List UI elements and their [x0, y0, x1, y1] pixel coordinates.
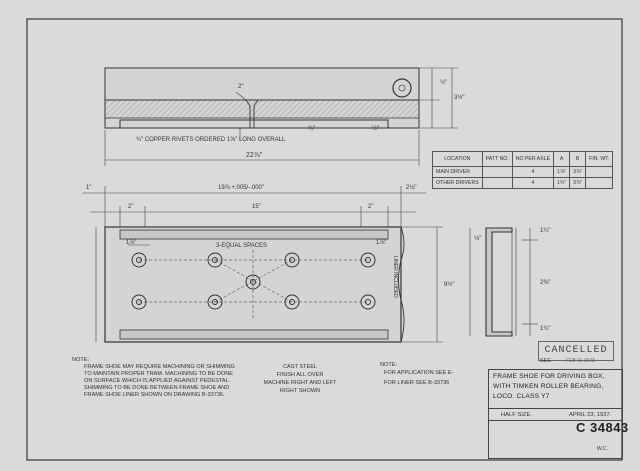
table-header: PATT NO. [481, 151, 513, 167]
title-line: WITH TIMKEN ROLLER BEARING, [493, 383, 604, 390]
small-dim-label: ½" [372, 126, 380, 132]
drawing-number: C 34843 [576, 420, 629, 435]
plan-dim-center: 19⅞ +.005/-.000" [218, 185, 264, 191]
material-line: FINISH ALL OVER [276, 372, 324, 378]
initials-label: W.C. [597, 446, 608, 452]
plan-view [104, 226, 405, 343]
plan-dim-2-left: 2" [128, 204, 134, 210]
date-label: APRIL 23, 1937. [569, 412, 612, 418]
top-dim-label: 2" [238, 84, 244, 90]
table-header: LOCATION [432, 151, 483, 167]
note-line: ON SURFACE WHICH IS APPLIED AGAINST PEDE… [84, 378, 231, 384]
side-dim-2: 1⅞" [376, 240, 387, 246]
table-cell [481, 166, 513, 178]
table-header: B [569, 151, 587, 167]
plan-dim-2-right: 2" [368, 204, 374, 210]
table-cell: 1⅞" [553, 166, 571, 178]
table-row: MAIN DRIVER 4 1⅞" 3⅞" [432, 166, 614, 178]
table-cell: 4 [511, 177, 555, 189]
table-cell [481, 177, 513, 189]
stamp-date: FEB 11 1943 [566, 358, 595, 364]
title-line: FRAME SHOE FOR DRIVING BOX, [493, 373, 605, 380]
side-dim-1: 1⅞" [126, 240, 137, 246]
top-view [104, 67, 420, 129]
table-cell: 3⅞" [569, 166, 587, 178]
table-cell: MAIN DRIVER [432, 166, 483, 178]
title-divider [489, 408, 622, 409]
table-cell: 4 [511, 166, 555, 178]
table-header: A [553, 151, 571, 167]
table-cell: 3⅞" [569, 177, 587, 189]
side-view [485, 227, 517, 337]
table-row: OTHER DRIVERS 4 1¾" 3⅞" [432, 177, 614, 189]
plan-view-dimensions [82, 186, 443, 343]
app-note-line: FOR LINER SEE B-33736 [384, 380, 450, 386]
app-note-line: FOR APPLICATION SEE E- [384, 370, 454, 376]
total-height-label: 3½" [454, 95, 465, 101]
cancelled-stamp: CANCELLED [538, 341, 614, 361]
stamp-see-label: SEE [540, 358, 552, 364]
top-view-dimensions [104, 67, 458, 166]
side-view-dimensions [469, 228, 538, 336]
side-dim-c: 1¼" [540, 326, 551, 332]
note-line: TO MAINTAIN PROPER TRAM. MACHINING TO BE… [84, 371, 233, 377]
plan-dim-left: 1" [86, 185, 92, 191]
side-dim-b: 2⅜" [540, 280, 551, 286]
bottom-dim-label: ¾" [308, 126, 316, 132]
note-line: FRAME SHOE MAY REQUIRE MACHINING OR SHIM… [84, 364, 235, 370]
app-note-heading: NOTE: [380, 362, 398, 368]
plan-height-dim: 9½" [444, 282, 455, 288]
material-line: RIGHT SHOWN [279, 388, 321, 394]
title-divider [489, 420, 622, 421]
scale-label: HALF SIZE. [501, 412, 532, 418]
table-header: NO PER AXLE [511, 151, 555, 167]
table-cell [585, 166, 614, 178]
table-header: FIN. WT. [585, 151, 614, 167]
note-line: SHIMMING TO BE DONE BETWEEN FRAME SHOE A… [84, 385, 230, 391]
application-table: LOCATION PATT NO. NO PER AXLE A B FIN. W… [432, 151, 614, 189]
overall-length-label: 22⅞" [246, 152, 263, 159]
title-line: LOCO. CLASS Y7 [493, 393, 550, 400]
table-header-row: LOCATION PATT NO. NO PER AXLE A B FIN. W… [432, 151, 614, 167]
note-heading: NOTE: [72, 357, 90, 363]
side-dim-d: ⅛" [474, 236, 482, 242]
table-cell: 1¾" [553, 177, 571, 189]
liner-label: LINER INCLUDED [392, 256, 398, 298]
table-cell: OTHER DRIVERS [432, 177, 483, 189]
plan-dim-15: 15" [252, 204, 261, 210]
sheet-border [26, 18, 623, 461]
height-dim-label: ½" [440, 80, 448, 86]
title-block: FRAME SHOE FOR DRIVING BOX, WITH TIMKEN … [488, 369, 623, 459]
plan-dim-right: 2⅛" [406, 185, 417, 191]
material-line: MACHINE RIGHT AND LEFT [263, 380, 337, 386]
material-line: CAST STEEL [282, 364, 318, 370]
note-line: FRAME SHOE LINER SHOWN ON DRAWING B-3373… [84, 392, 225, 398]
side-dim-a: 1¼" [540, 228, 551, 234]
equal-spaces-label: 3-EQUAL SPACES [216, 243, 268, 249]
rivet-note: ¾" COPPER RIVETS ORDERED 1⅝" LONG OVERAL… [136, 137, 286, 143]
table-cell [585, 177, 614, 189]
